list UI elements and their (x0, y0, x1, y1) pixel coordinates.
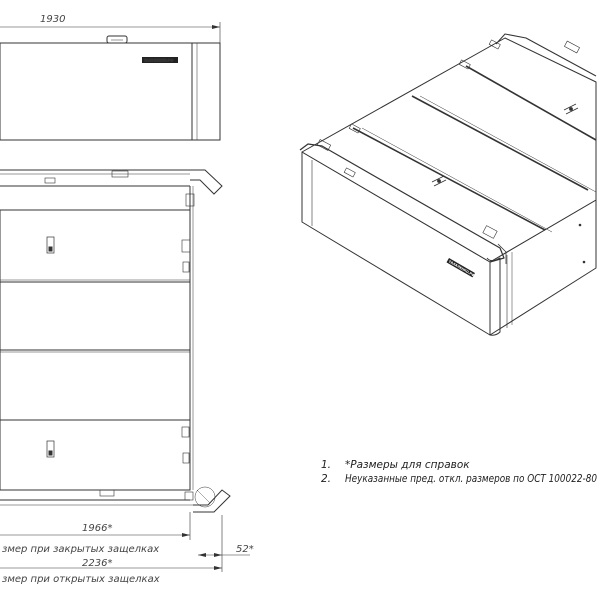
note-1-text: *Размеры для справок (345, 459, 470, 471)
note-2-number: 2. (321, 473, 331, 485)
lid-panel-4 (0, 419, 191, 491)
hinge-mid-lower (181, 426, 190, 438)
box-front-outline (0, 42, 221, 141)
lid-panel-1 (0, 209, 191, 283)
iso-lid-handle-2 (563, 103, 579, 115)
dimension-2236-caption: змер при открытых защелках (2, 574, 160, 585)
notes-block: 1. *Размеры для справок 2. Неуказанные п… (321, 459, 597, 485)
front-elevation-view: ТАЛАЛЕНКО.РФ (0, 22, 221, 141)
iso-latch-1 (316, 139, 332, 151)
hinge-mid-upper (181, 239, 191, 253)
iso-lid-seam-3 (465, 65, 597, 141)
brand-plate (142, 57, 178, 63)
lid-panel-3 (0, 349, 191, 421)
iso-lid-seam-2 (411, 95, 589, 191)
note-1-number: 1. (321, 459, 331, 471)
top-handle (106, 35, 128, 44)
iso-lid-handle-1 (431, 175, 447, 187)
lid-panel-2 (0, 281, 191, 351)
bottom-dimensions (0, 512, 250, 572)
hinge-top (185, 193, 195, 207)
dimension-1966-caption: змер при закрытых защелках (2, 544, 159, 555)
panel-handle-2 (46, 440, 55, 458)
brand-plate-text: ТАЛАЛЕНКО.РФ (144, 58, 173, 62)
plan-view (0, 169, 231, 513)
dimension-2236-label: 2236* (82, 558, 112, 569)
note-2-text: Неуказанные пред. откл. размеров по ОСТ … (345, 473, 597, 485)
isometric-view (299, 33, 597, 336)
iso-lid-seam-1 (352, 127, 546, 231)
panel-handle-1 (46, 236, 55, 254)
dimension-52-label: 52* (236, 544, 254, 555)
dimension-1966-label: 1966* (82, 523, 112, 534)
dimension-1930-label: 1930 (40, 14, 65, 25)
iso-lid-top (301, 37, 597, 263)
